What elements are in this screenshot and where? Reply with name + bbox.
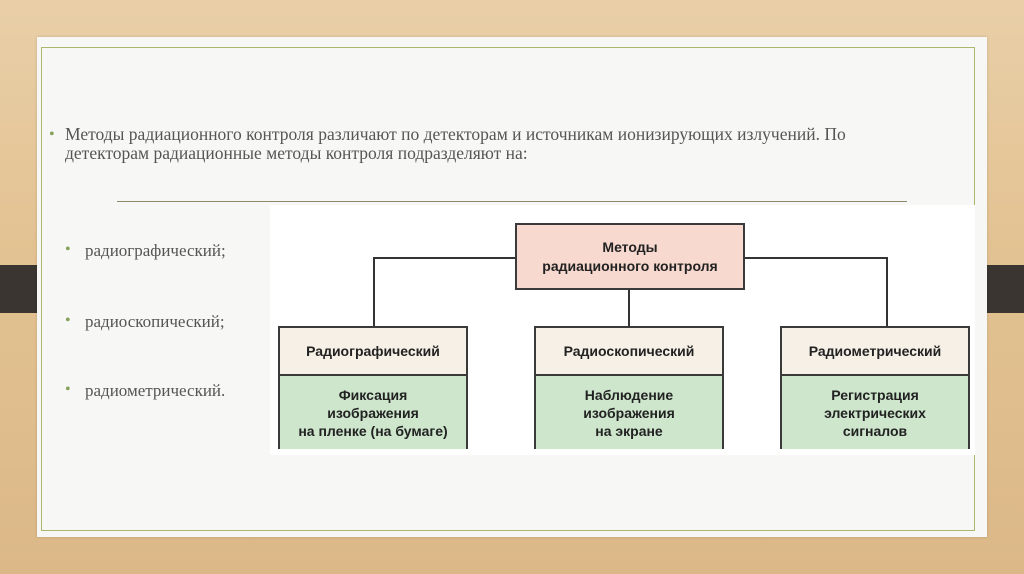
list-item-1: • радиографический; bbox=[65, 241, 226, 261]
list-item-label: радиоскопический; bbox=[85, 312, 225, 331]
left-side-tab bbox=[0, 265, 40, 313]
diagram-node-radiographic: Радиографический Фиксация изображения на… bbox=[278, 326, 468, 449]
bullet-dot: • bbox=[65, 312, 71, 329]
bullet-dot: • bbox=[49, 126, 55, 143]
intro-bullet: • Методы радиационного контроля различаю… bbox=[49, 124, 855, 163]
intro-text: Методы радиационного контроля различают … bbox=[65, 124, 846, 163]
list-item-3: • радиометрический. bbox=[65, 381, 226, 401]
node-description: Фиксация изображения на пленке (на бумаг… bbox=[280, 376, 466, 449]
diagram-node-radiometric: Радиометрический Регистрация электрическ… bbox=[780, 326, 970, 449]
node-title: Радиоскопический bbox=[536, 328, 722, 376]
node-description: Регистрация электрических сигналов bbox=[782, 376, 968, 449]
slide: • Методы радиационного контроля различаю… bbox=[37, 37, 987, 537]
bullet-dot: • bbox=[65, 381, 71, 398]
list-item-label: радиометрический. bbox=[85, 381, 226, 400]
bullet-dot: • bbox=[65, 241, 71, 258]
list-item-2: • радиоскопический; bbox=[65, 312, 225, 332]
methods-diagram: Методы радиационного контроля Радиографи… bbox=[270, 205, 975, 455]
list-item-label: радиографический; bbox=[85, 241, 226, 260]
node-title: Радиометрический bbox=[782, 328, 968, 376]
diagram-node-radioscopic: Радиоскопический Наблюдение изображения … bbox=[534, 326, 724, 449]
connector-right bbox=[886, 257, 888, 326]
node-title: Радиографический bbox=[280, 328, 466, 376]
node-description: Наблюдение изображения на экране bbox=[536, 376, 722, 449]
connector-left bbox=[373, 257, 375, 326]
diagram-root-label: Методы радиационного контроля bbox=[542, 238, 718, 274]
connector-middle bbox=[628, 290, 630, 326]
diagram-root-box: Методы радиационного контроля bbox=[515, 223, 745, 290]
right-side-tab bbox=[984, 265, 1024, 313]
divider-line bbox=[117, 201, 907, 202]
